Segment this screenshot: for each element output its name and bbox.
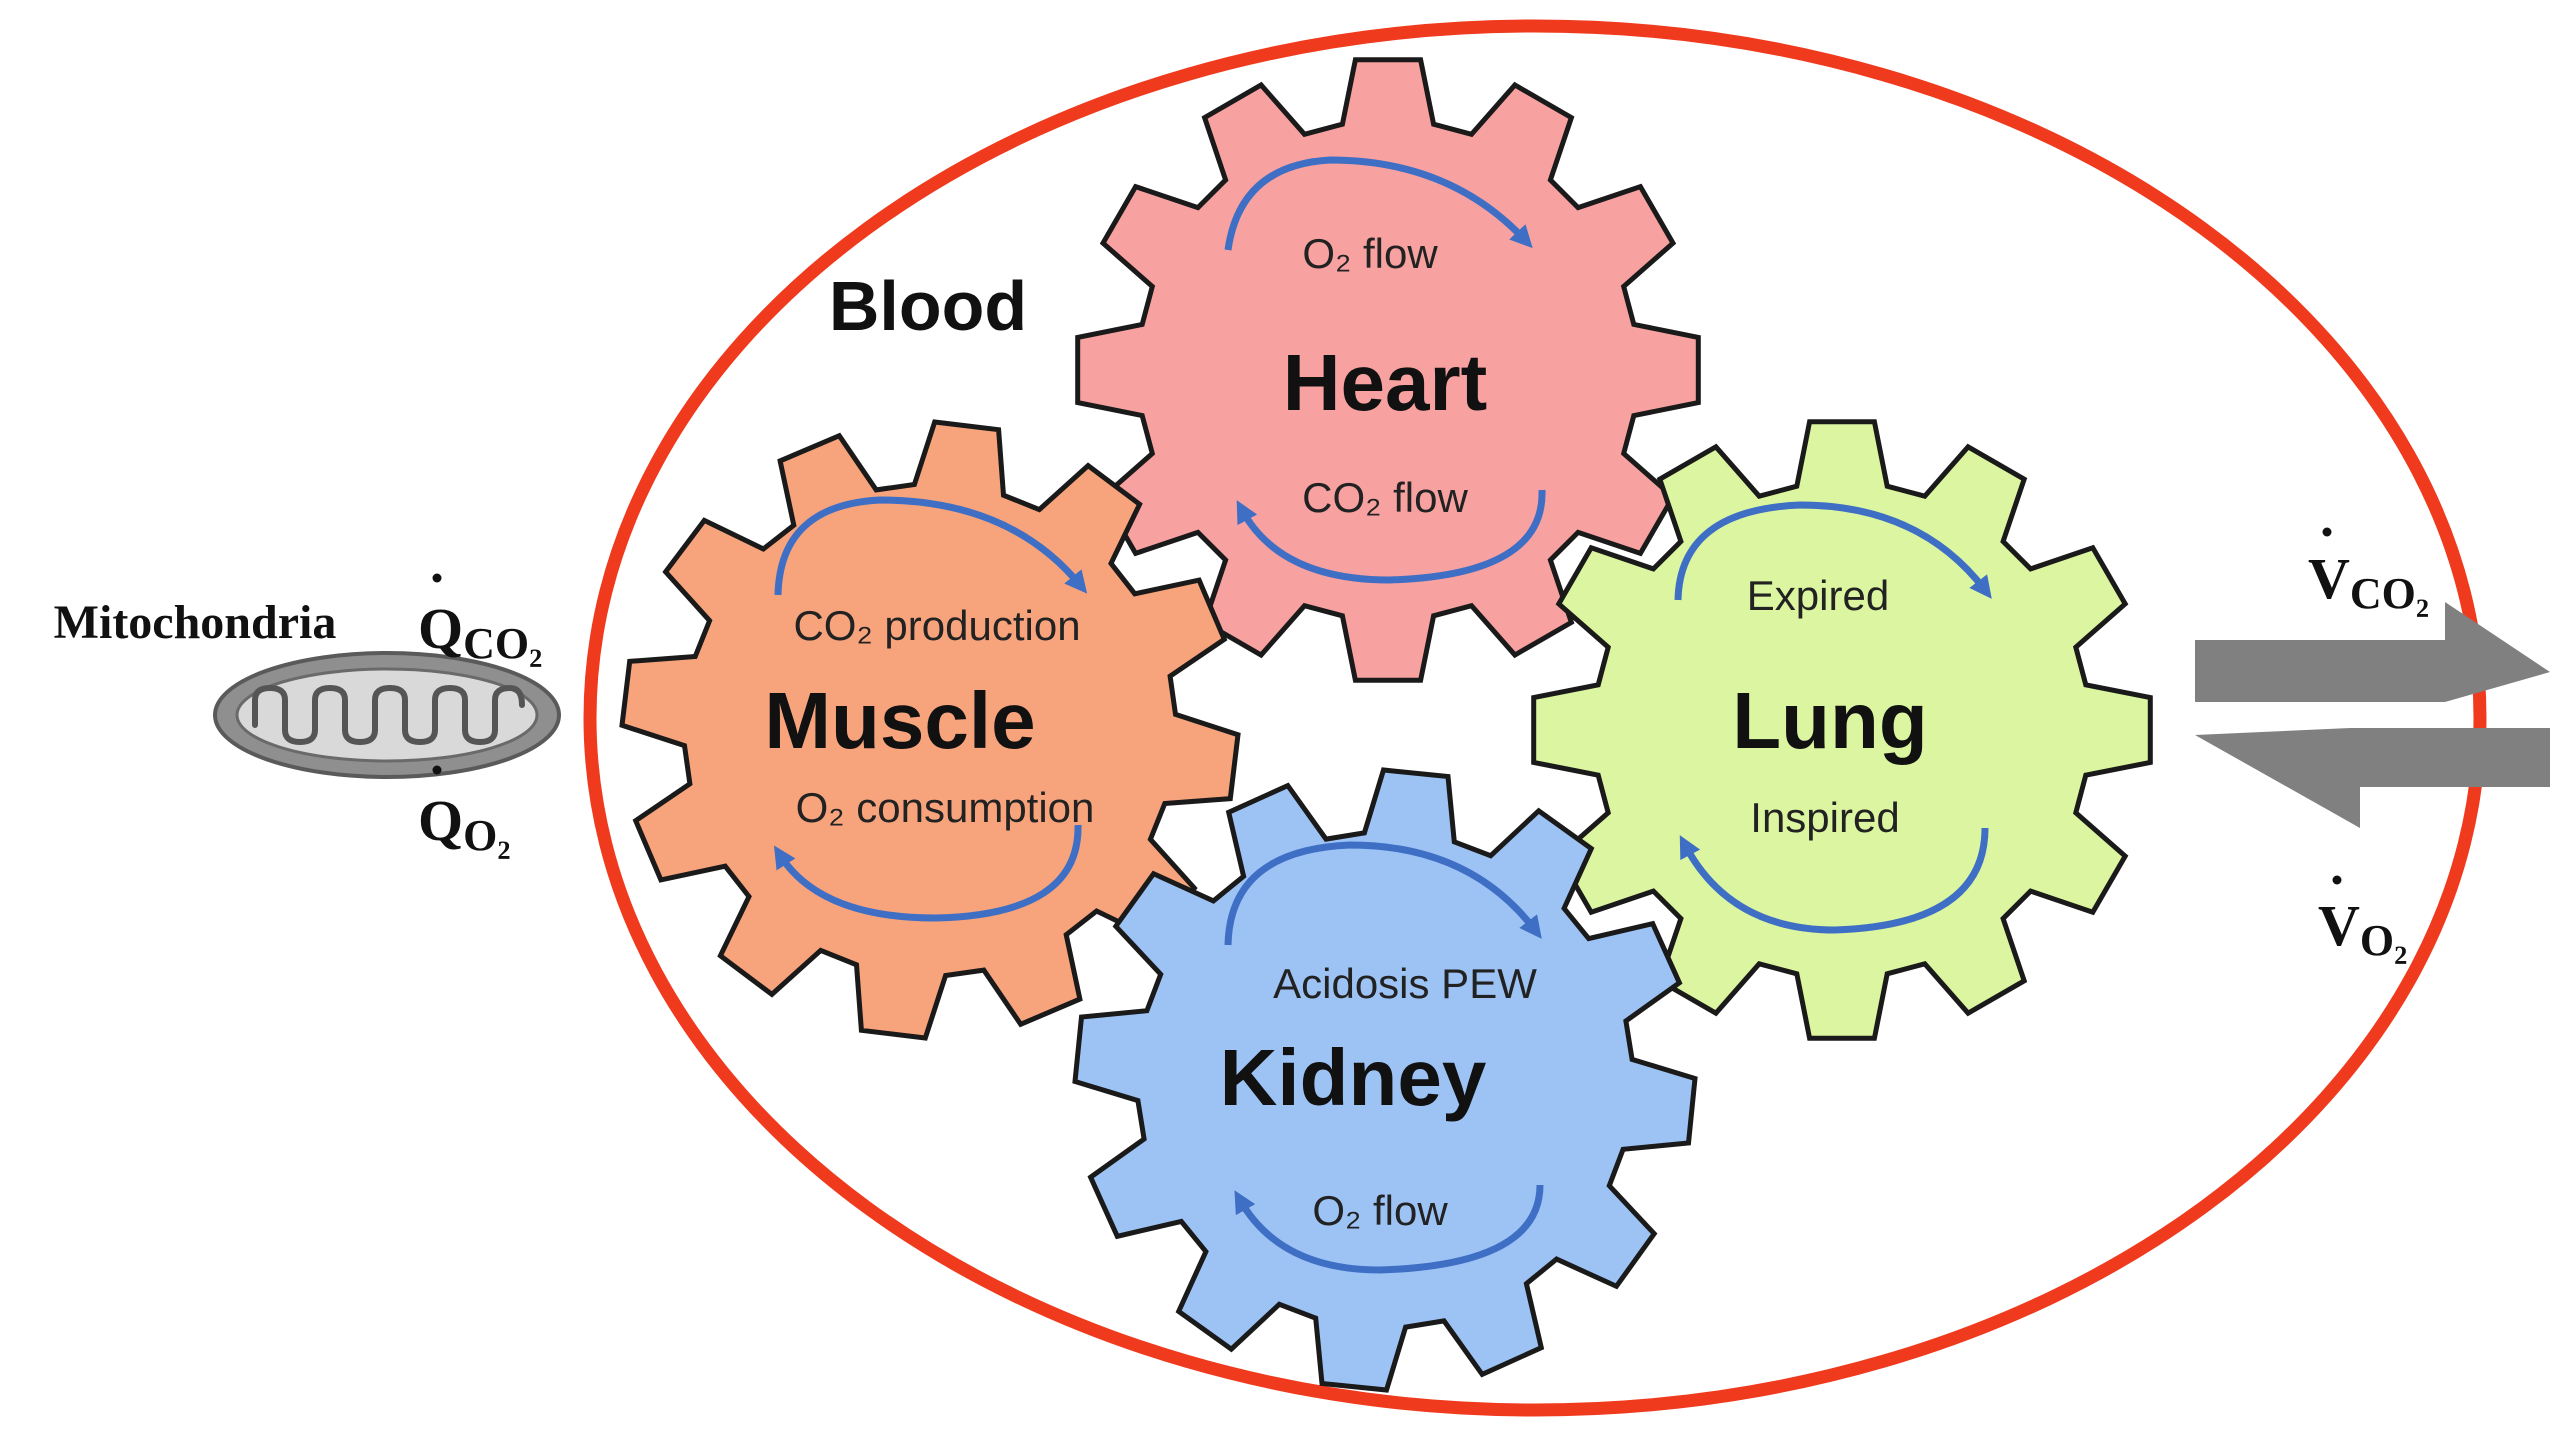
muscle-bottom-flow-arrow: [773, 824, 1082, 922]
kidney-bottom-flow-arrow: [1234, 1184, 1544, 1274]
v-o2-label: VO₂: [2318, 875, 2407, 965]
mitochondria-label: Mitochondria: [54, 596, 337, 649]
v-o2-dot: [2332, 875, 2342, 885]
q-co2-dot: [432, 573, 442, 583]
heart-gear-shape: [1075, 57, 1701, 683]
svg-text:QCO₂: QCO₂: [418, 596, 542, 668]
heart-label: Heart: [1283, 338, 1488, 427]
muscle-label: Muscle: [764, 676, 1035, 765]
mitochondria-group: Mitochondria QCO₂ QO₂: [54, 573, 561, 860]
q-o2-dot: [432, 765, 442, 775]
svg-text:VO₂: VO₂: [2318, 893, 2407, 965]
heart-gear: O₂ flow Heart CO₂ flow: [1075, 57, 1701, 683]
gas-exchange-group: VCO₂ VO₂: [2195, 527, 2550, 965]
lung-gear: Expired Lung Inspired: [1531, 419, 2153, 1041]
muscle-top-flow-arrow: [774, 496, 1088, 596]
vo2-in-arrow: [2195, 728, 2550, 828]
svg-text:VCO₂: VCO₂: [2308, 546, 2429, 618]
kidney-label: Kidney: [1220, 1033, 1487, 1122]
mitochondrion-icon: [213, 651, 561, 779]
lung-label: Lung: [1732, 676, 1927, 765]
lung-bottom-text: Inspired: [1750, 794, 1899, 841]
muscle-top-text: CO₂ production: [793, 602, 1080, 649]
heart-top-flow-arrow: [1224, 156, 1533, 251]
lung-top-flow-arrow: [1674, 501, 1992, 601]
v-co2-dot: [2322, 527, 2332, 537]
kidney-top-flow-arrow: [1224, 841, 1542, 946]
blood-label: Blood: [829, 267, 1027, 345]
lung-gear-shape: [1531, 419, 2153, 1041]
heart-top-text: O₂ flow: [1302, 230, 1438, 277]
vco2-out-arrow: [2195, 602, 2550, 702]
kidney-top-text: Acidosis PEW: [1273, 960, 1537, 1007]
lung-top-text: Expired: [1747, 572, 1889, 619]
lung-bottom-flow-arrow: [1679, 827, 1989, 934]
kidney-gear: Acidosis PEW Kidney O₂ flow: [1072, 767, 1698, 1393]
q-co2-label: QCO₂: [418, 573, 542, 668]
svg-text:QO₂: QO₂: [418, 788, 511, 860]
q-o2-label: QO₂: [418, 765, 511, 860]
blood-ellipse: [583, 19, 2487, 1417]
heart-bottom-flow-arrow: [1236, 489, 1546, 584]
kidney-bottom-text: O₂ flow: [1312, 1187, 1448, 1234]
v-co2-label: VCO₂: [2308, 527, 2429, 618]
heart-bottom-text: CO₂ flow: [1302, 474, 1468, 521]
muscle-bottom-text: O₂ consumption: [796, 784, 1095, 831]
muscle-gear: CO₂ production Muscle O₂ consumption: [619, 419, 1241, 1041]
